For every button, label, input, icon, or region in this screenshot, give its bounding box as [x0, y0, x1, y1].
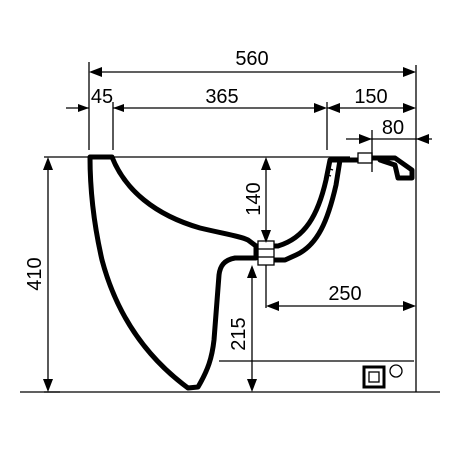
arrow-head [416, 134, 429, 144]
arrow-head [113, 104, 124, 112]
dimension-outlet-height: 215 [219, 265, 414, 392]
dimension-outlet-distance: 250 [265, 265, 416, 311]
mounting-bracket-inner [368, 371, 380, 383]
toilet-outline [87, 154, 259, 391]
arrow-head [403, 103, 416, 113]
dimension-label: 250 [328, 283, 361, 305]
dimension-label: 80 [382, 117, 404, 139]
arrow-head [89, 67, 102, 77]
dimension-label: 560 [235, 48, 268, 70]
dimension-height: 410 [24, 157, 53, 392]
arrow-head [247, 379, 257, 392]
arrow-head [403, 67, 416, 77]
dimension-drain-depth: 140 [243, 157, 271, 243]
arrow-head [327, 103, 340, 113]
mounting-bolt-icon [389, 364, 403, 378]
dimension-label: 410 [24, 257, 46, 290]
dimension-label: 365 [205, 86, 238, 108]
arrow-head [43, 379, 53, 392]
rear-cap [357, 152, 373, 164]
dimension-row-top: 45 365 150 [66, 86, 416, 150]
toilet-body [87, 152, 415, 391]
arrow-head [261, 157, 271, 170]
arrow-head [266, 301, 279, 311]
arrow-head [78, 104, 89, 112]
arrow-head [403, 301, 416, 311]
arrow-head [261, 230, 271, 243]
rear-connection [337, 155, 415, 181]
dimension-label: 140 [243, 182, 265, 215]
drain-tick [324, 173, 332, 177]
dimension-label: 45 [91, 86, 113, 108]
dimension-total-width: 560 [88, 48, 416, 150]
arrow-head [359, 134, 372, 144]
dimension-label: 150 [354, 86, 387, 108]
dimension-label: 215 [228, 317, 250, 350]
outlet-socket [257, 240, 275, 266]
drain-tick [326, 167, 334, 171]
dimension-mount-offset: 80 [346, 117, 432, 172]
arrow-head [247, 265, 257, 278]
arrow-head [314, 103, 327, 113]
arrow-head [43, 157, 53, 170]
